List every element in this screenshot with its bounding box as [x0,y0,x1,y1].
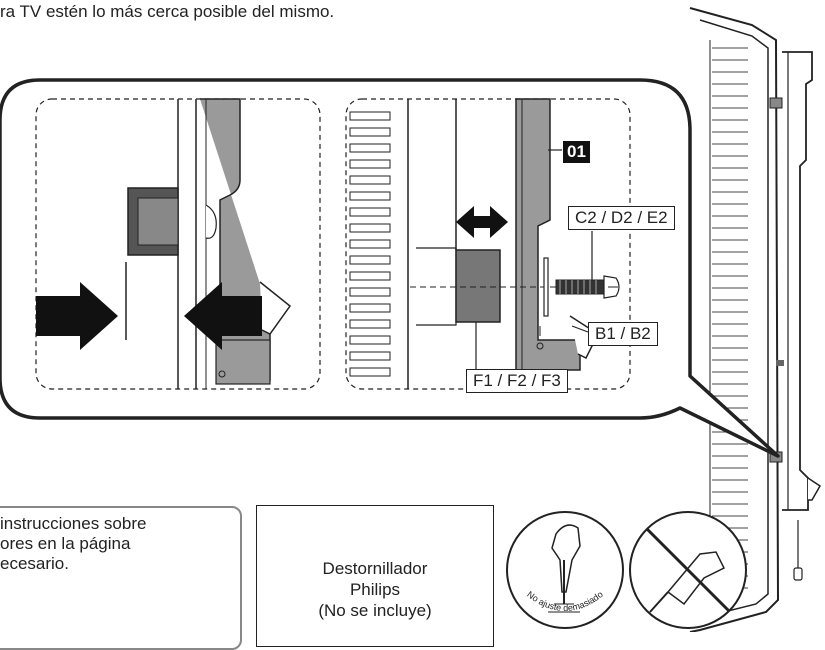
info-note-box: instrucciones sobre ores en la página ec… [0,506,242,650]
tv-side-profile [689,7,783,632]
tool-name: Destornillador [322,559,428,578]
intro-instruction-text: ra TV estén lo más cerca posible del mis… [0,2,335,21]
no-power-drill-icon [629,511,747,629]
tool-type: Philips [349,580,401,599]
wall-bracket-side [776,51,821,581]
washer-part-label: B1 / B2 [588,322,658,346]
screw-icon [555,275,620,299]
required-tool-box: Destornillador Philips (No se incluye) [256,505,494,647]
info-note-line: ores en la página [0,534,131,553]
double-arrow-icon [456,206,508,238]
screw-part-label: C2 / D2 / E2 [568,206,675,230]
push-arrow-icon [36,282,118,350]
part-number-badge: 01 [563,141,590,163]
tool-text: Destornillador Philips (No se incluye) [257,558,493,621]
info-note-text: instrucciones sobre ores en la página ec… [0,514,146,574]
tool-note: (No se incluye) [318,601,432,620]
info-note-line: ecesario. [0,554,69,573]
spacer-part-label: F1 / F2 / F3 [466,369,568,393]
detail-left [35,98,321,390]
info-note-line: instrucciones sobre [0,514,147,533]
detail-right [345,98,631,390]
hand-tighten-icon [506,511,624,629]
callout-bubble [0,78,780,458]
push-arrow-icon [184,282,262,350]
